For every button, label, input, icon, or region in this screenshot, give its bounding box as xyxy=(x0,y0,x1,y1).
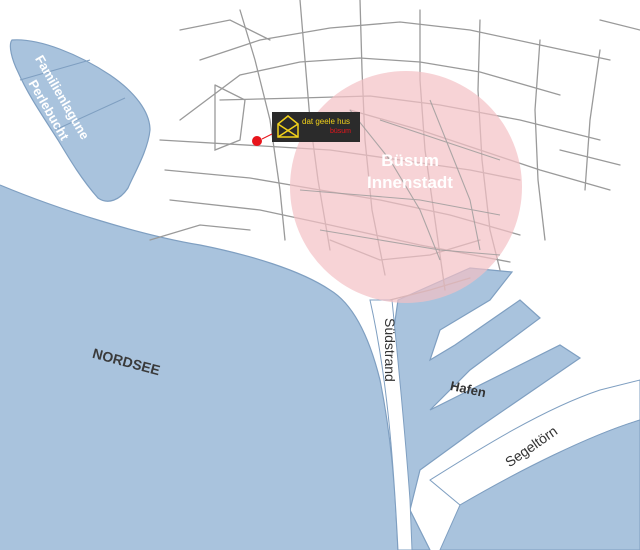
north-sea-water xyxy=(0,185,398,550)
location-dot-icon[interactable] xyxy=(252,136,262,146)
lagoon-divider-lines xyxy=(19,59,126,131)
lagoon-water xyxy=(9,39,151,202)
poi-name: dat geele hus xyxy=(302,117,351,126)
poi-subtitle: büsum xyxy=(330,128,352,135)
label-district-line1: Büsum xyxy=(381,151,439,170)
street-network-overlay xyxy=(299,99,501,261)
marker-leader-line xyxy=(261,133,273,140)
sudstrand-spit xyxy=(369,299,413,550)
house-logo-icon xyxy=(277,115,299,138)
label-district: Büsum Innenstadt xyxy=(350,150,470,194)
label-beach: Südstrand xyxy=(382,318,398,382)
poi-logo[interactable] xyxy=(272,112,360,142)
coastline-south xyxy=(0,184,399,550)
label-district-line2: Innenstadt xyxy=(367,173,453,192)
